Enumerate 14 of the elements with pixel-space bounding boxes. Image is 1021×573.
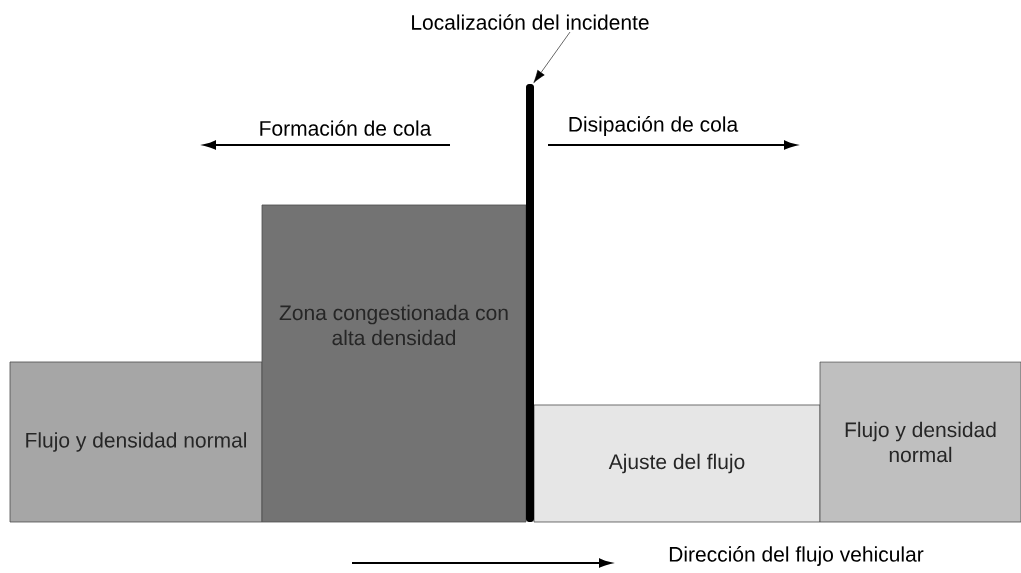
zone-box xyxy=(9,361,263,523)
incident-bar xyxy=(526,84,534,522)
zone-label: Ajuste del flujo xyxy=(608,453,745,474)
zone-box xyxy=(819,361,1021,523)
incident-label: Localización del incidente xyxy=(412,14,649,30)
leader-line xyxy=(533,31,571,83)
zone-box xyxy=(261,204,527,523)
zone-label: Zona congestionada con alta densidad xyxy=(279,304,508,346)
zone-box xyxy=(533,404,821,523)
direction-label: Dirección del flujo vehicular xyxy=(669,546,924,566)
direction-label: Disipación de cola xyxy=(569,116,739,136)
direction-label: Formación de cola xyxy=(260,120,432,136)
zone-label: Flujo y densidad normal xyxy=(26,432,246,452)
zone-label: Flujo y densidad normal xyxy=(845,421,996,463)
